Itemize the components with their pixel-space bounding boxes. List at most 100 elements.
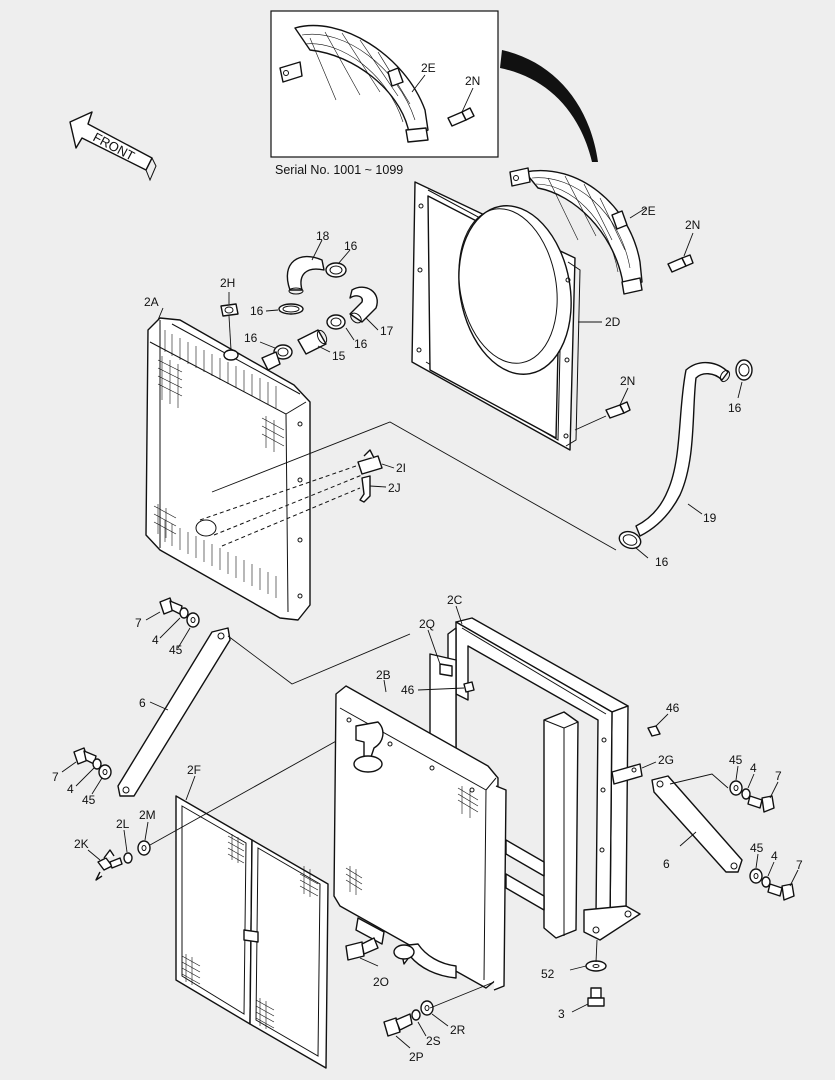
bolt-2o (345, 937, 379, 961)
label-2E-inset: 2E (421, 61, 436, 75)
label-52: 52 (541, 967, 555, 981)
wing-bolt-2k (95, 849, 123, 881)
washer-4-b (92, 758, 102, 770)
fan-shroud-2d (411, 181, 581, 451)
label-2K: 2K (74, 837, 89, 851)
label-16-a: 16 (344, 239, 358, 253)
label-2P: 2P (409, 1050, 424, 1064)
washer-45-c (729, 780, 743, 796)
label-4-a: 4 (152, 633, 159, 647)
oil-cooler-2b (333, 685, 507, 991)
nut-46-b (647, 725, 661, 737)
bolt-7-b (73, 747, 97, 765)
bolt-7-d (767, 883, 795, 901)
screen-2f (175, 795, 329, 1069)
cap-2h (220, 303, 239, 317)
stay-6-left (117, 627, 231, 797)
label-7-a: 7 (135, 616, 142, 630)
washer-2l (123, 852, 133, 864)
bolt-7-c (747, 795, 775, 813)
label-2C: 2C (447, 593, 463, 607)
label-6-right: 6 (663, 857, 670, 871)
serial-inset: 2E 2N Serial No. 1001 ~ 1099 (270, 10, 499, 177)
clamp-16-c (326, 314, 346, 330)
label-2H: 2H (220, 276, 235, 290)
label-45-b: 45 (82, 793, 96, 807)
label-19: 19 (703, 511, 717, 525)
label-2M: 2M (139, 808, 156, 822)
fan-guard-inset (279, 24, 429, 143)
washer-52 (585, 960, 607, 972)
label-2N-top: 2N (685, 218, 700, 232)
label-7-b: 7 (52, 770, 59, 784)
label-7-d: 7 (796, 858, 803, 872)
drain-hose-2j (359, 475, 371, 503)
label-4-c: 4 (750, 761, 757, 775)
label-2R: 2R (450, 1023, 466, 1037)
washer-2s (411, 1009, 421, 1021)
label-2J: 2J (388, 481, 401, 495)
label-16-f: 16 (655, 555, 669, 569)
label-6-left: 6 (139, 696, 146, 710)
front-arrow: FRONT (69, 111, 157, 182)
label-46-b: 46 (666, 701, 680, 715)
bolt-2n-mid (605, 401, 631, 419)
label-2N-mid: 2N (620, 374, 635, 388)
clamp-16-d (273, 344, 293, 360)
bracket-2q (429, 653, 457, 761)
hose-19 (635, 362, 731, 537)
label-4-d: 4 (771, 849, 778, 863)
label-3: 3 (558, 1007, 565, 1021)
washer-45-d (749, 868, 763, 884)
label-2F: 2F (187, 763, 201, 777)
label-17: 17 (380, 324, 394, 338)
washer-2r (420, 1000, 434, 1016)
washer-4-a (179, 607, 189, 619)
label-2S: 2S (426, 1034, 441, 1048)
label-46-a: 46 (401, 683, 415, 697)
hose-15 (297, 329, 328, 355)
clamp-16-a (325, 262, 347, 278)
label-2E: 2E (641, 204, 656, 218)
washer-45-b (98, 764, 112, 780)
clamp-16-e (735, 359, 753, 381)
drain-cock-2i (357, 449, 383, 475)
radiator-2a (145, 317, 363, 621)
label-2A: 2A (144, 295, 159, 309)
label-2I: 2I (396, 461, 406, 475)
label-2Q: 2Q (419, 617, 435, 631)
stay-6-right (651, 775, 743, 873)
washer-2m (137, 840, 151, 856)
washer-45-a (186, 612, 200, 628)
bolt-3 (587, 987, 605, 1007)
bolt-2n-top (667, 254, 694, 273)
label-2O: 2O (373, 975, 389, 989)
label-45-d: 45 (750, 841, 764, 855)
bolt-2p (383, 1013, 413, 1037)
bracket-2g (611, 763, 643, 785)
clamp-16-b (278, 303, 304, 315)
label-16-d: 16 (244, 331, 258, 345)
label-15: 15 (332, 349, 346, 363)
washer-4-d (761, 876, 771, 888)
label-7-c: 7 (775, 769, 782, 783)
label-18: 18 (316, 229, 330, 243)
label-4-b: 4 (67, 782, 74, 796)
inset-caption: Serial No. 1001 ~ 1099 (275, 163, 403, 177)
label-16-c: 16 (354, 337, 368, 351)
hose-17 (349, 286, 378, 324)
bolt-7-a (159, 597, 183, 615)
washer-4-c (741, 788, 751, 800)
bolt-2n-inset (447, 107, 475, 127)
label-2D: 2D (605, 315, 621, 329)
label-45-a: 45 (169, 643, 183, 657)
label-45-c: 45 (729, 753, 743, 767)
label-16-b: 16 (250, 304, 264, 318)
label-2L: 2L (116, 817, 130, 831)
label-2N-inset: 2N (465, 74, 480, 88)
label-2G: 2G (658, 753, 674, 767)
transition-arrow (500, 50, 598, 162)
clamp-16-f (618, 530, 642, 550)
nut-46-a (463, 681, 475, 693)
